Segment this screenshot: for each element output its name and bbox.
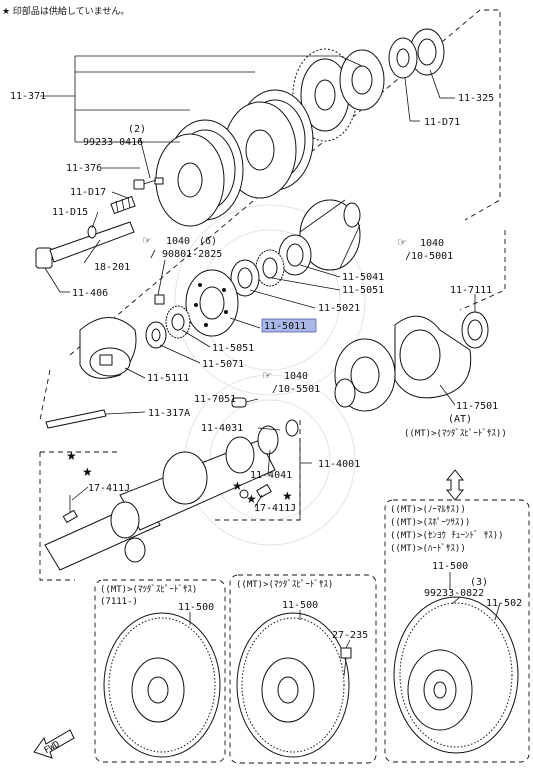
interchange-arrow <box>445 469 465 501</box>
part-17-411j-left <box>62 495 78 524</box>
part-90801-bolt <box>154 294 165 305</box>
variant-line-4: ((MT)>(ﾊｰﾄﾞｻｽ)) <box>390 543 466 554</box>
ref-1040-right: ☞ 1040 /10-5001 <box>397 236 453 262</box>
part-11-5011 <box>185 269 239 337</box>
label-11-317a: 11-317A <box>148 408 190 419</box>
part-11-5041 <box>278 234 312 276</box>
label-11-4031: 11-4031 <box>201 423 243 434</box>
part-11-5111 <box>79 317 137 379</box>
ref-1040-left: ☞ 1040 (6) / 90801-2825 <box>142 234 222 260</box>
label-11-5051-b: 11-5051 <box>212 343 254 354</box>
ref-1040-mid: ☞ 1040 /10-5501 <box>262 369 320 395</box>
svg-text:★: ★ <box>282 489 293 503</box>
label-11-500-left: 11-500 <box>178 602 214 613</box>
part-11-d71 <box>388 37 418 79</box>
part-11-376-key <box>133 177 164 190</box>
label-11-500-mid: 11-500 <box>282 600 318 611</box>
label-90801-2825: / 90801-2825 <box>150 249 222 260</box>
label-27-235: 27-235 <box>332 630 368 641</box>
label-qty6: (6) <box>199 236 217 247</box>
label-11-7051: 11-7051 <box>194 394 236 405</box>
label-11-4001: 11-4001 <box>318 459 360 470</box>
label-qty3: (3) <box>470 577 488 588</box>
label-11-5021: 11-5021 <box>318 303 360 314</box>
leader-lines <box>40 55 501 649</box>
variant-line-1: ((MT)>(ﾉｰﾏﾙｻｽ)) <box>390 504 466 515</box>
part-11-d17 <box>110 195 136 215</box>
part-11-5071 <box>145 321 167 349</box>
svg-text:1040: 1040 <box>166 236 190 247</box>
part-11-325 <box>409 28 445 76</box>
label-11-502: 11-502 <box>486 598 522 609</box>
label-11-325: 11-325 <box>458 93 494 104</box>
label-at: (AT) <box>448 414 472 425</box>
variant-line-3: ((MT)>(ｾﾝﾖｳ ﾁｭｰﾝﾄﾞ ｻｽ)) <box>390 530 504 541</box>
flywheel-variant-right <box>393 596 519 754</box>
label-11-406: 11-406 <box>72 288 108 299</box>
variants-box <box>384 499 530 763</box>
label-17-411j-b: 17-411J <box>254 503 296 514</box>
label-11-d15: 11-D15 <box>52 207 88 218</box>
hand-pointer-icon: ☞ <box>397 236 407 249</box>
part-11-5021 <box>230 259 260 297</box>
note-text: ★ 印部品は供給していません。 <box>2 5 129 17</box>
part-11-7501 <box>334 315 472 412</box>
part-11-406-bolt <box>35 221 135 269</box>
label-99233-0822: 99233-0822 <box>424 588 484 599</box>
box-mid <box>229 574 377 764</box>
part-11-7111 <box>461 311 489 349</box>
box-left-line1: ((MT)>(ﾏﾂﾀﾞｽﾋﾟｰﾄﾞｻｽ) <box>100 584 197 595</box>
label-11-d17: 11-D17 <box>70 187 106 198</box>
part-17-411j-right <box>239 483 272 499</box>
label-10-5501: /10-5501 <box>272 384 320 395</box>
hand-pointer-icon: ☞ <box>142 234 152 247</box>
label-11-7111: 11-7111 <box>450 285 492 296</box>
label-qty2: (2) <box>128 124 146 135</box>
part-11-317a <box>45 409 107 429</box>
flywheel-mid <box>236 612 350 758</box>
part-11-5051-bearing <box>255 249 285 287</box>
star-marks: ★ ★ ★ ★ ★ <box>66 449 293 506</box>
box-left <box>94 579 226 763</box>
svg-text:★: ★ <box>232 479 243 493</box>
svg-text:1040: 1040 <box>420 238 444 249</box>
label-11-5111: 11-5111 <box>147 373 189 384</box>
label-mt-mazdaspeed: ((MT)>(ﾏﾂﾀﾞｽﾋﾟｰﾄﾞｻｽ)) <box>404 428 507 439</box>
part-11-d15 <box>87 225 97 239</box>
part-11-5051-bearing-b <box>165 305 191 339</box>
fwd-arrow <box>33 729 75 759</box>
label-17-411j-a: 17-411J <box>88 483 130 494</box>
svg-text:★: ★ <box>66 449 77 463</box>
label-11-4041: 11-4041 <box>250 470 292 481</box>
label-11-5051-a: 11-5051 <box>342 285 384 296</box>
label-11-7501: 11-7501 <box>456 401 498 412</box>
label-11-5041: 11-5041 <box>342 272 384 283</box>
part-crankshaft <box>44 419 299 571</box>
svg-text:★: ★ <box>246 492 257 506</box>
flywheel-left <box>103 612 221 758</box>
label-10-5001: /10-5001 <box>405 251 453 262</box>
part-11-7051-key <box>231 397 247 408</box>
label-11-500-right: 11-500 <box>432 561 468 572</box>
label-18-201: 18-201 <box>94 262 130 273</box>
box-mid-line1: ((MT)>(ﾏﾂﾀﾞｽﾋﾟｰﾄﾞｻｽ) <box>236 579 333 590</box>
label-11-371: 11-371 <box>10 91 46 102</box>
hand-pointer-icon: ☞ <box>262 369 272 382</box>
variant-line-2: ((MT)>(ｽﾎﾟｰﾂｻｽ)) <box>390 517 470 528</box>
label-11-d71: 11-D71 <box>424 117 460 128</box>
svg-text:1040: 1040 <box>284 371 308 382</box>
highlight-11-5011 <box>261 318 317 333</box>
label-11-5071: 11-5071 <box>202 359 244 370</box>
label-99233-0416: 99233-0416 <box>83 137 143 148</box>
part-torque-converter-plate <box>299 199 361 271</box>
part-crank-pulley-inner <box>155 119 244 227</box>
svg-text:★: ★ <box>82 465 93 479</box>
label-11-5011[interactable]: 11-5011 <box>264 321 306 332</box>
label-11-376: 11-376 <box>66 163 102 174</box>
box-left-line2: (7111-) <box>100 597 138 607</box>
